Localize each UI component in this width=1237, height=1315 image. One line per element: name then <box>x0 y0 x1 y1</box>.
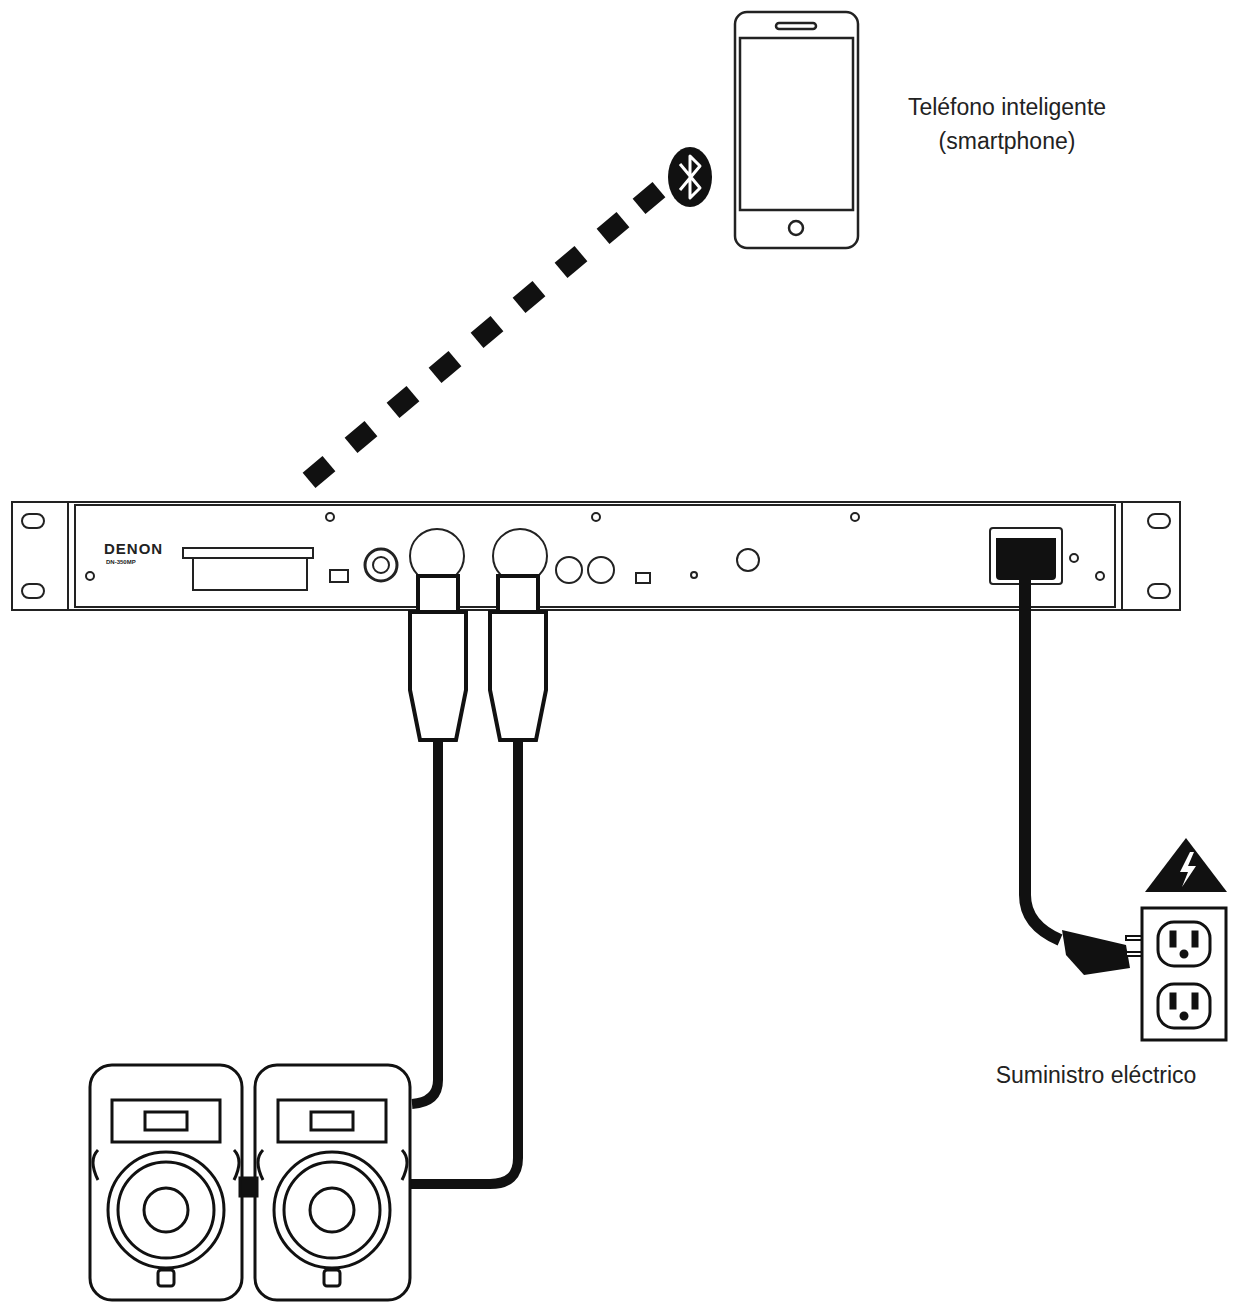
power-cable <box>1025 580 1156 975</box>
rack-unit <box>12 502 1180 610</box>
brand-label: DENON <box>104 540 184 557</box>
speaker-cables <box>410 576 546 1184</box>
device-label: Teléfono inteligente (smartphone) <box>872 90 1142 158</box>
speakers <box>90 1065 410 1300</box>
bluetooth-link <box>303 182 666 488</box>
bluetooth-icon <box>668 147 712 207</box>
power-label: Suministro eléctrico <box>960 1058 1232 1092</box>
model-label: DN-350MP <box>106 559 176 565</box>
warning-symbol <box>1145 838 1227 892</box>
smartphone <box>735 12 858 248</box>
ac-plug <box>996 538 1056 580</box>
wall-outlet <box>1142 908 1226 1040</box>
